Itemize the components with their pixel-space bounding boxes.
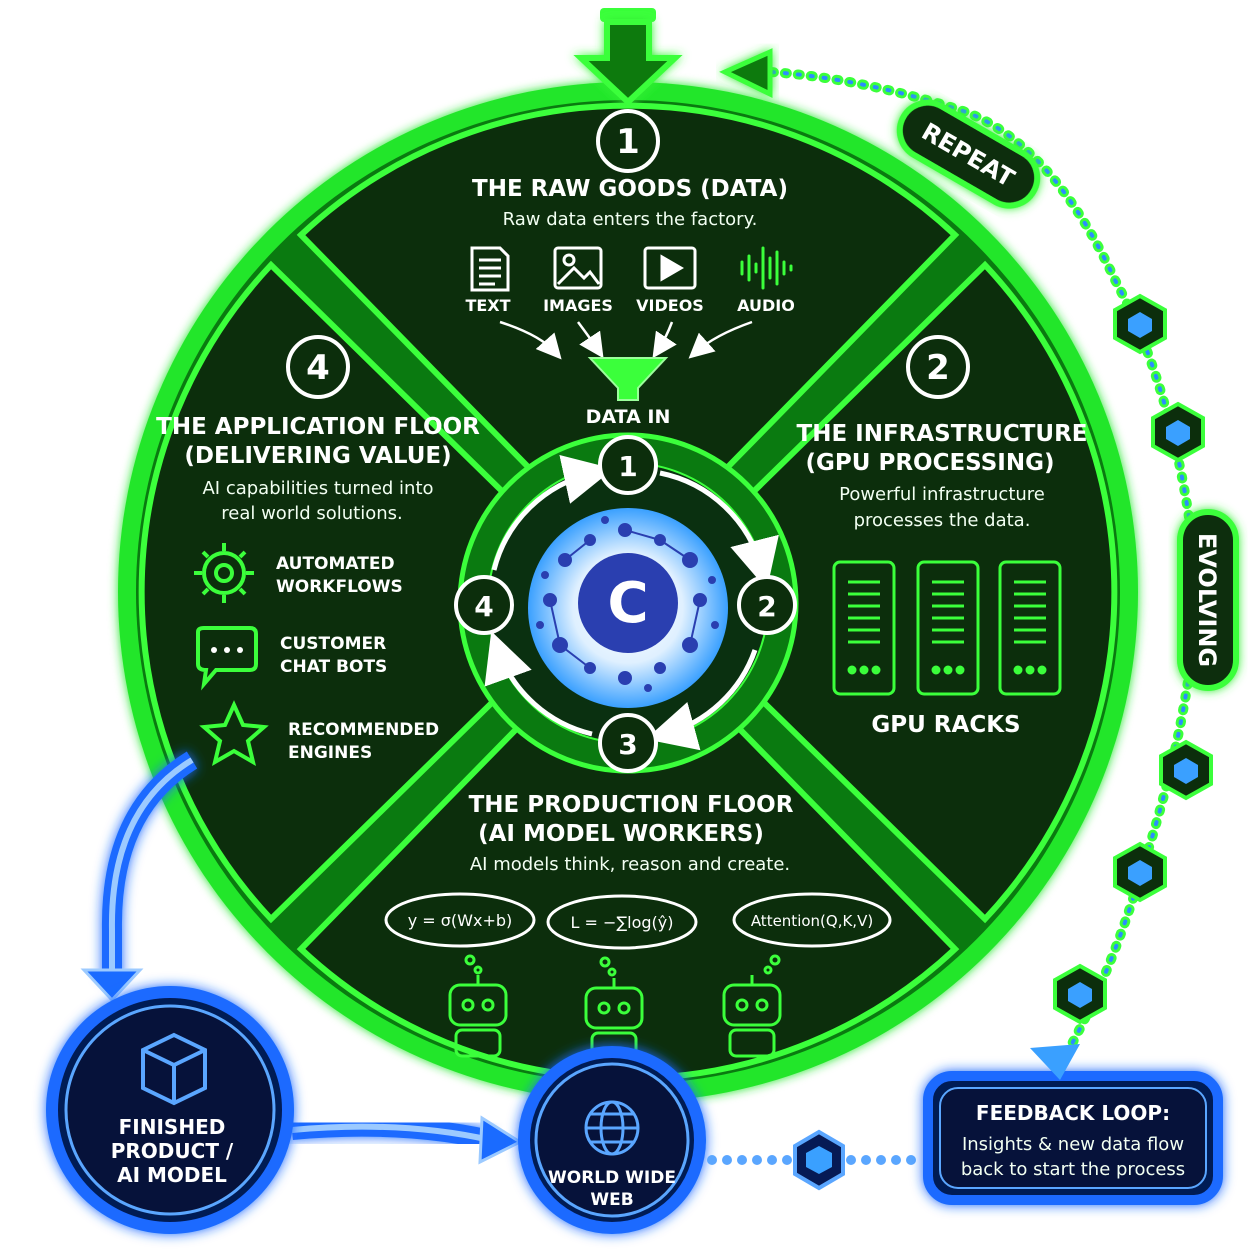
cycle-step-4: 4 (454, 575, 514, 635)
feedback-title: FEEDBACK LOOP: (976, 1101, 1170, 1125)
globe-icon (584, 1100, 640, 1156)
output-flow (80, 751, 524, 1165)
cycle-step-2: 2 (737, 575, 797, 635)
flow-arrows (499, 320, 753, 360)
svg-text:4: 4 (474, 590, 493, 623)
app-item-2-line1: CUSTOMER (280, 634, 386, 654)
raw-item-images: IMAGES (543, 296, 613, 315)
raw-number: 1 (616, 122, 640, 162)
formula-bubble: Attention(Q,K,V) (732, 892, 892, 948)
raw-item-text: TEXT (465, 296, 510, 315)
text-document-icon (470, 246, 510, 292)
formula-bubble: y = σ(Wx+b) (384, 892, 536, 948)
feedback-loop-box: FEEDBACK LOOP: Insights & new data flow … (923, 1071, 1223, 1205)
hub-letter: C (607, 571, 648, 636)
production-title-line1: THE PRODUCTION FLOOR (469, 792, 794, 818)
web-line2: WEB (590, 1190, 633, 1210)
app-item-3-line1: RECOMMENDED (288, 720, 439, 740)
gpu-racks-label: GPU RACKS (871, 712, 1020, 738)
finished-line3: AI MODEL (117, 1163, 227, 1187)
infra-number: 2 (926, 348, 950, 388)
raw-goods-content: 1 THE RAW GOODS (DATA) Raw data enters t… (465, 109, 795, 428)
star-icon (199, 700, 269, 767)
evolving-label: EVOLVING (1193, 533, 1221, 667)
robot-icon (584, 956, 644, 1061)
infrastructure-content: 2 THE INFRASTRUCTURE (GPU PROCESSING) Po… (797, 335, 1088, 738)
raw-subtitle: Raw data enters the factory. (503, 209, 758, 230)
video-icon (643, 246, 697, 290)
application-subtitle-line1: AI capabilities turned into (202, 478, 433, 499)
raw-item-videos: VIDEOS (636, 296, 704, 315)
cube-token-icon (1159, 739, 1213, 801)
app-item-2-line2: CHAT BOTS (280, 657, 387, 677)
formula-bubble: L = −∑log(ŷ) (546, 894, 698, 950)
feedback-line1: Insights & new data flow (962, 1134, 1184, 1155)
chat-bubble-icon (196, 626, 258, 691)
cycle-step-3: 3 (598, 713, 658, 773)
web-to-feedback-chain (707, 1155, 916, 1165)
data-in-label: DATA IN (586, 406, 671, 428)
production-subtitle: AI models think, reason and create. (470, 854, 790, 875)
cycle-step-1: 1 (598, 435, 658, 495)
gpu-rack-icon (832, 560, 896, 696)
cube-token-icon (1113, 293, 1167, 355)
application-subtitle-line2: real world solutions. (221, 503, 403, 524)
image-icon (553, 246, 603, 290)
raw-item-audio: AUDIO (737, 296, 795, 315)
svg-text:L = −∑log(ŷ): L = −∑log(ŷ) (570, 913, 673, 932)
production-content: THE PRODUCTION FLOOR (AI MODEL WORKERS) … (384, 792, 892, 1061)
infra-title-line2: (GPU PROCESSING) (806, 450, 1055, 476)
entry-arrow (573, 8, 683, 107)
svg-text:Attention(Q,K,V): Attention(Q,K,V) (751, 912, 873, 930)
svg-text:1: 1 (618, 450, 637, 483)
application-content: 4 THE APPLICATION FLOOR (DELIVERING VALU… (156, 335, 480, 767)
cube-token-icon (1151, 401, 1205, 463)
application-title-line2: (DELIVERING VALUE) (184, 443, 451, 469)
central-hub: C 1 2 3 4 (454, 432, 799, 774)
svg-text:2: 2 (757, 590, 776, 623)
evolving-badge: EVOLVING (1177, 509, 1239, 691)
cube-token-icon (1113, 841, 1167, 903)
gpu-rack-icon (916, 560, 980, 696)
world-wide-web-node: WORLD WIDE WEB (518, 1046, 706, 1234)
feedback-line2: back to start the process (961, 1159, 1185, 1180)
gpu-rack-icon (998, 560, 1062, 696)
cube-token-icon (793, 1129, 845, 1191)
app-item-1-line1: AUTOMATED (276, 554, 395, 574)
robot-icon (722, 954, 782, 1058)
raw-title: THE RAW GOODS (DATA) (472, 176, 788, 202)
application-title-line1: THE APPLICATION FLOOR (156, 414, 480, 440)
funnel-icon (587, 357, 669, 401)
hub-core (578, 553, 678, 653)
production-title-line2: (AI MODEL WORKERS) (478, 821, 764, 847)
network-nodes-icon (536, 516, 719, 692)
cube-token-icon (1053, 963, 1107, 1025)
svg-text:3: 3 (618, 728, 637, 761)
application-number: 4 (306, 348, 330, 388)
finished-line1: FINISHED (119, 1115, 226, 1139)
app-item-1-line2: WORKFLOWS (276, 577, 403, 597)
cube-icon (141, 1032, 207, 1106)
finished-product-node: FINISHED PRODUCT / AI MODEL (46, 986, 294, 1234)
gear-icon (194, 543, 254, 603)
repeat-badge: REPEAT (896, 99, 1041, 209)
audio-waveform-icon (740, 246, 793, 290)
web-line1: WORLD WIDE (548, 1168, 676, 1188)
infra-subtitle-line2: processes the data. (854, 510, 1031, 531)
infra-title-line1: THE INFRASTRUCTURE (797, 421, 1088, 447)
infra-subtitle-line1: Powerful infrastructure (839, 484, 1045, 505)
finished-line2: PRODUCT / (111, 1139, 234, 1163)
svg-text:y = σ(Wx+b): y = σ(Wx+b) (408, 911, 513, 930)
robot-icon (448, 954, 508, 1058)
app-item-3-line2: ENGINES (288, 743, 372, 763)
